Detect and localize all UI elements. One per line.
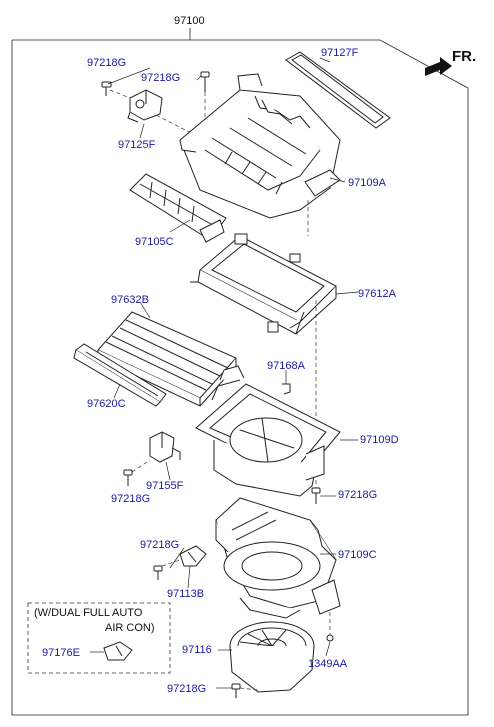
part-label-97155F[interactable]: 97155F (146, 480, 184, 492)
part-label-97127F[interactable]: 97127F (321, 47, 359, 59)
part-label-97176E[interactable]: 97176E (42, 647, 80, 659)
part-label-97125F[interactable]: 97125F (118, 139, 156, 151)
part-label-97105C[interactable]: 97105C (135, 236, 174, 248)
assembly-frame (11, 39, 469, 716)
part-label-97218G[interactable]: 97218G (140, 539, 180, 551)
gasket-frame-shape (285, 51, 391, 129)
filter-housing-shape (190, 233, 337, 335)
part-label-97168A[interactable]: 97168A (267, 360, 305, 372)
part-label-97612A[interactable]: 97612A (358, 288, 396, 300)
filter-cover-shape (73, 343, 167, 407)
front-arrow-icon (425, 57, 452, 76)
screw-shape (153, 565, 163, 580)
intake-case-shape (179, 73, 341, 219)
part-label-97218G[interactable]: 97218G (167, 683, 207, 695)
part-label-97218G[interactable]: 97218G (87, 57, 127, 69)
assembly-number: 97100 (174, 15, 205, 27)
part-label-97109A[interactable]: 97109A (348, 177, 386, 189)
note-box (27, 602, 171, 674)
screw-shape (231, 634, 334, 698)
sensor-shape (149, 431, 181, 463)
screw-shape (101, 71, 210, 96)
part-label-97620C[interactable]: 97620C (87, 398, 126, 410)
lower-case-shape (195, 365, 341, 497)
part-label-97632B[interactable]: 97632B (111, 294, 149, 306)
actuator-shape (127, 89, 163, 123)
part-label-97218G[interactable]: 97218G (141, 72, 181, 84)
clip-shape (282, 383, 291, 395)
part-label-97116[interactable]: 97116 (182, 644, 212, 656)
part-label-97109D[interactable]: 97109D (360, 434, 399, 446)
screw-shape (123, 469, 321, 504)
part-label-97109C[interactable]: 97109C (338, 549, 377, 561)
note-line-2: AIR CON) (105, 622, 155, 634)
door-shape (129, 173, 227, 243)
part-label-97113B[interactable]: 97113B (167, 588, 205, 600)
small-actuator-shape (103, 641, 133, 661)
blower-housing-shape (215, 497, 341, 619)
part-label-1349AA[interactable]: 1349AA (308, 658, 348, 670)
part-label-97218G[interactable]: 97218G (111, 493, 151, 505)
resistor-shape (179, 545, 207, 567)
direction-label: FR. (452, 48, 477, 65)
blower-motor-shape (229, 621, 315, 693)
note-line-1: (W/DUAL FULL AUTO (34, 607, 143, 619)
part-label-97218G[interactable]: 97218G (338, 489, 378, 501)
